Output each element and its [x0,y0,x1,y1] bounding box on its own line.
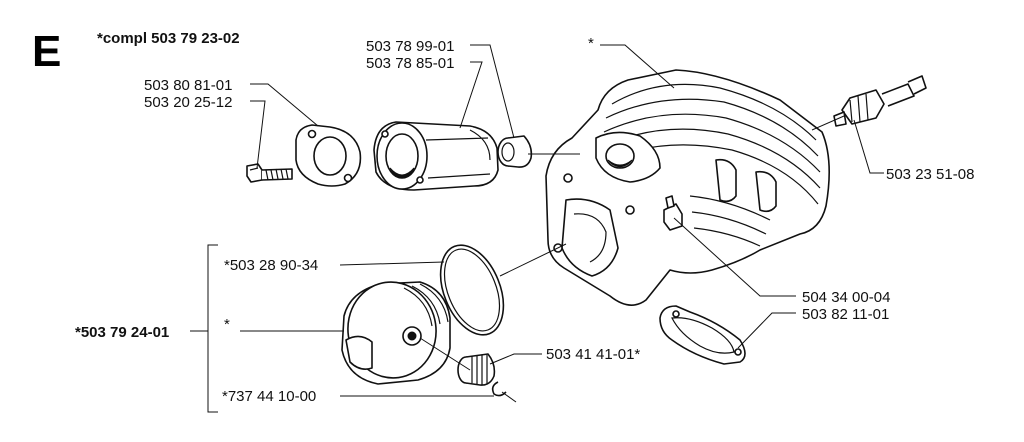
section-letter: E [32,27,61,76]
label-intake-gasket: 503 80 81-01 [144,77,232,94]
intake-gasket-part [295,124,362,187]
piston-ring-part [439,244,505,336]
label-spark-plug: 503 23 51-08 [886,166,974,183]
label-decomp-valve: 504 34 00-04 [802,289,890,306]
piston-part [341,281,451,385]
label-intake-b: 503 78 85-01 [366,55,454,72]
screw-part [246,163,293,183]
label-exhaust-gasket: 503 82 11-01 [802,306,889,323]
label-cylinder: * [588,35,594,52]
intake-manifold-part [373,121,499,191]
needle-bearing-part [457,353,496,386]
label-piston-kit: *503 79 24-01 [75,324,169,341]
exhaust-gasket-part [659,305,746,365]
assembly-note: *compl 503 79 23-02 [97,30,240,47]
cylinder-part [545,69,830,306]
label-intake-a: 503 78 99-01 [366,38,454,55]
label-piston: * [224,316,230,333]
label-screw: 503 20 25-12 [144,94,232,111]
leader-lines [190,44,884,413]
label-circlip: *737 44 10-00 [222,388,316,405]
sleeve-part [497,135,533,168]
spark-plug-part [833,75,927,127]
label-piston-ring: *503 28 90-34 [224,257,318,274]
label-needle-bearing: 503 41 41-01* [546,346,640,363]
